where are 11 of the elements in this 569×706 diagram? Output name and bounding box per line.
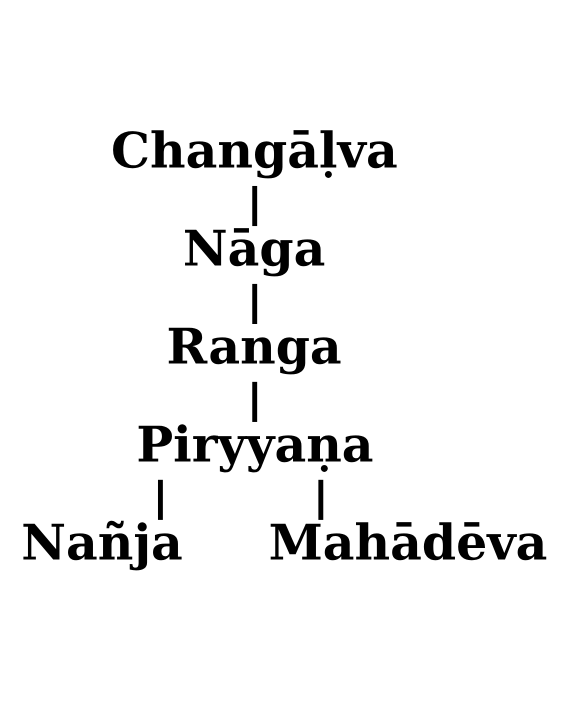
- node-text: Piryyaṇa: [136, 416, 374, 474]
- connector: [252, 284, 258, 324]
- connector: [252, 382, 258, 422]
- node-text: Nāga: [182, 220, 326, 278]
- connector: [252, 186, 258, 226]
- node-text: Nañja: [21, 514, 183, 572]
- node-text: Changāḷva: [111, 122, 398, 180]
- connector: [158, 480, 163, 520]
- node-text: Mahādēva: [268, 514, 548, 572]
- connector: [318, 480, 324, 520]
- node-text: Ranga: [166, 318, 342, 376]
